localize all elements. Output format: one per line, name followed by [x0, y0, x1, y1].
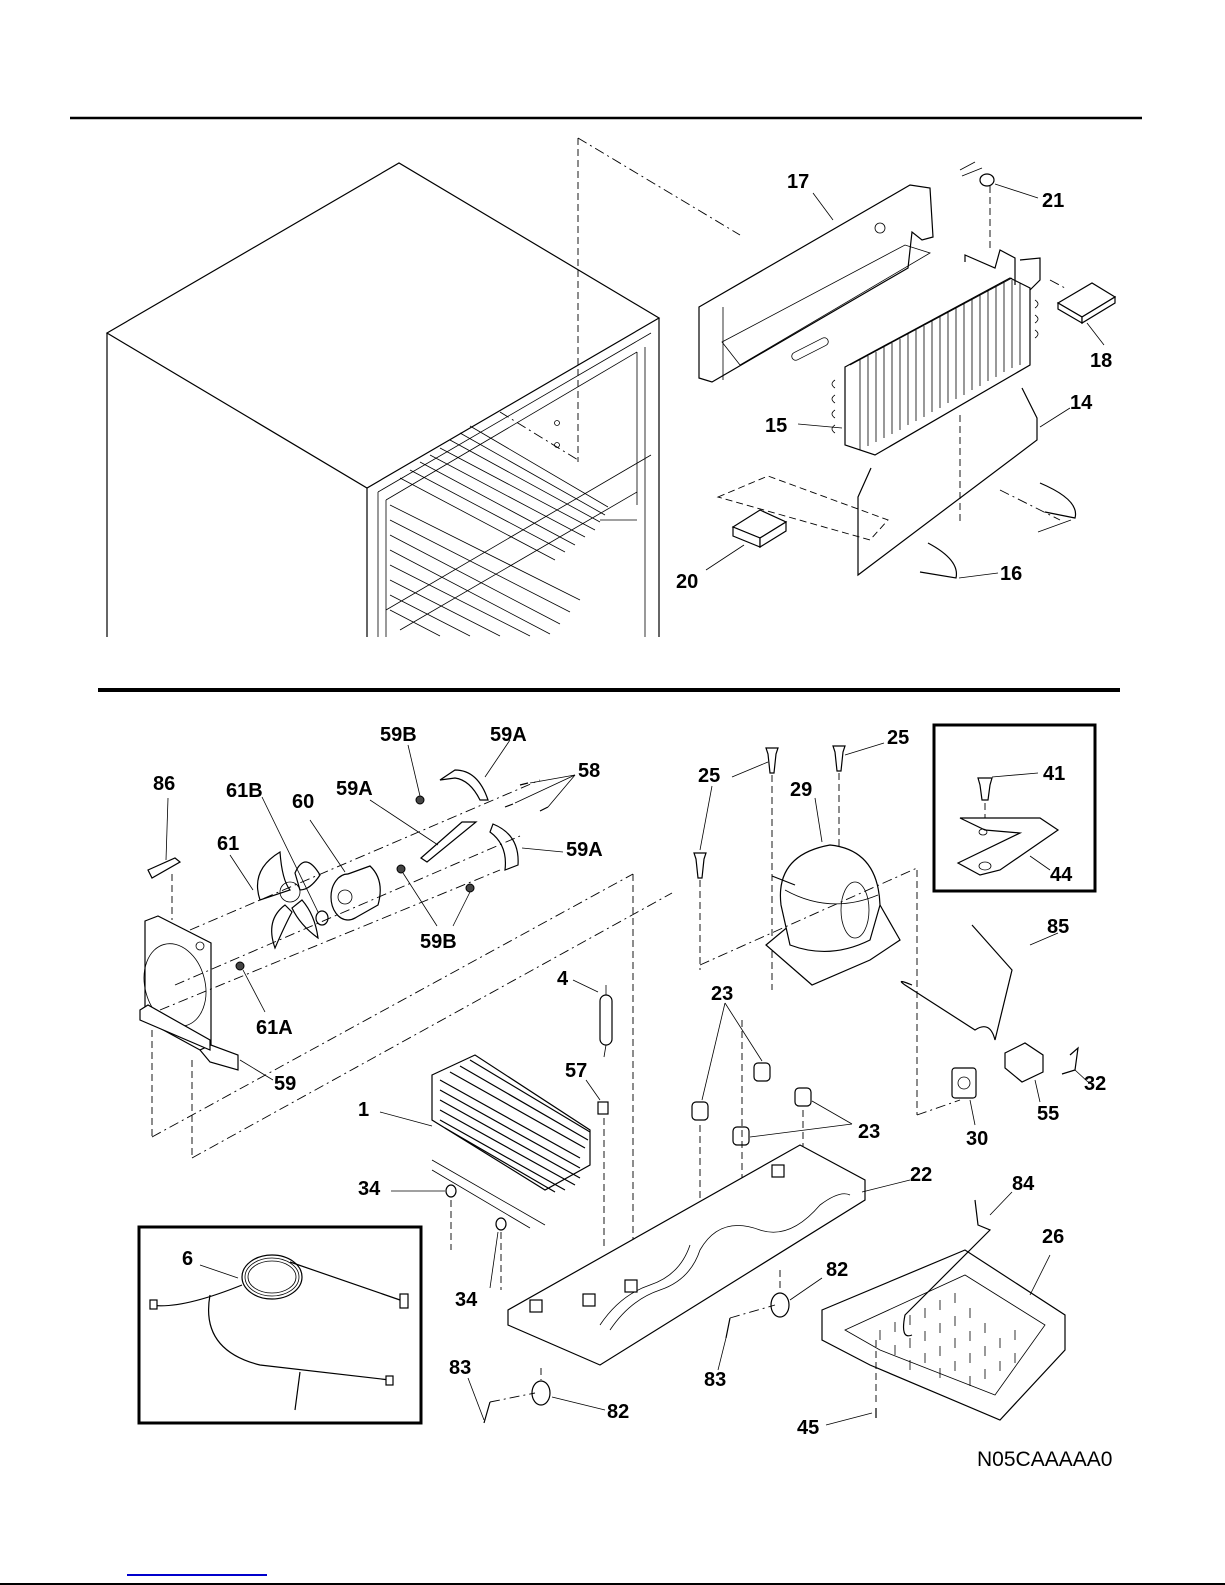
part-26-drain-pan [822, 1250, 1065, 1420]
callout-82-b: 82 [607, 1401, 629, 1423]
callout-14: 14 [1070, 392, 1093, 414]
part-59A-bracket [440, 770, 488, 800]
callout-23-b: 23 [858, 1121, 880, 1143]
callout-26: 26 [1042, 1226, 1064, 1248]
callout-59B-top: 59B [380, 724, 417, 746]
part-59-fan-bracket [135, 916, 238, 1070]
callout-59A-right: 59A [566, 839, 603, 861]
part-83-screw [726, 1318, 730, 1338]
part-85-tube [901, 925, 1012, 1040]
callout-16: 16 [1000, 563, 1022, 585]
callout-59A-top: 59A [490, 724, 527, 746]
callout-21: 21 [1042, 190, 1064, 212]
part-59A-bracket [421, 822, 476, 862]
callout-34-a: 34 [358, 1178, 381, 1200]
callout-86: 86 [153, 773, 175, 795]
callout-57: 57 [565, 1060, 587, 1082]
part-34-grommet [446, 1185, 456, 1197]
part-83-screw [484, 1402, 490, 1423]
diagram-code: N05CAAAAA0 [977, 1448, 1112, 1471]
callout-60: 60 [292, 791, 314, 813]
callout-20: 20 [676, 571, 698, 593]
part-59B-grommet [397, 865, 405, 873]
callout-55: 55 [1037, 1103, 1059, 1125]
callout-61B: 61B [226, 780, 263, 802]
cabinet-ribs [390, 426, 608, 636]
callout-30: 30 [966, 1128, 988, 1150]
part-34-grommet [496, 1218, 506, 1230]
evaporator-fins [860, 280, 1020, 450]
callout-25-b: 25 [887, 727, 909, 749]
part-59B-grommet [466, 884, 474, 892]
callout-1: 1 [358, 1099, 369, 1121]
callout-45: 45 [797, 1417, 819, 1439]
part-29-compressor [766, 845, 900, 985]
callout-82-a: 82 [826, 1259, 848, 1281]
callout-25-a: 25 [698, 765, 720, 787]
callout-59: 59 [274, 1073, 296, 1095]
part-16-clips [920, 483, 1076, 578]
part-61A-nut [236, 962, 244, 970]
callout-23-a: 23 [711, 983, 733, 1005]
part-23-grommets [692, 1063, 811, 1145]
part-59B-grommet [416, 796, 424, 804]
callout-59B-bottom: 59B [420, 931, 457, 953]
callout-22: 22 [910, 1164, 932, 1186]
condenser-coils [432, 1060, 590, 1228]
callout-34-b: 34 [455, 1289, 478, 1311]
guide-line [500, 412, 578, 460]
callout-15: 15 [765, 415, 787, 437]
part-21-thermistor [960, 162, 994, 186]
refrigerator-cabinet [107, 163, 659, 637]
footer-link-underline[interactable] [127, 1574, 267, 1576]
callout-6: 6 [182, 1248, 193, 1270]
part-60-fan-motor [331, 866, 380, 920]
guide-line [578, 138, 740, 235]
callout-58: 58 [578, 760, 600, 782]
part-4-filter-drier [600, 985, 612, 1057]
callout-18: 18 [1090, 350, 1112, 372]
callout-59A-mid: 59A [336, 778, 373, 800]
callout-32: 32 [1084, 1073, 1106, 1095]
callout-84: 84 [1012, 1173, 1035, 1195]
callout-83-a: 83 [449, 1357, 471, 1379]
callout-61: 61 [217, 833, 239, 855]
callout-17: 17 [787, 171, 809, 193]
callout-4: 4 [557, 968, 569, 990]
callout-44: 44 [1050, 864, 1073, 886]
part-61-fan-blade [258, 852, 321, 948]
callout-61A: 61A [256, 1017, 293, 1039]
part-30-relay [952, 1068, 976, 1098]
callout-83-b: 83 [704, 1369, 726, 1391]
callout-85: 85 [1047, 916, 1069, 938]
part-86-bracket [148, 858, 180, 878]
part-55-overload [1005, 1043, 1043, 1082]
part-18-pad [1058, 283, 1115, 323]
part-58-screws [505, 783, 548, 811]
callout-29: 29 [790, 779, 812, 801]
part-57-clip [598, 1102, 608, 1114]
callout-41: 41 [1043, 763, 1065, 785]
